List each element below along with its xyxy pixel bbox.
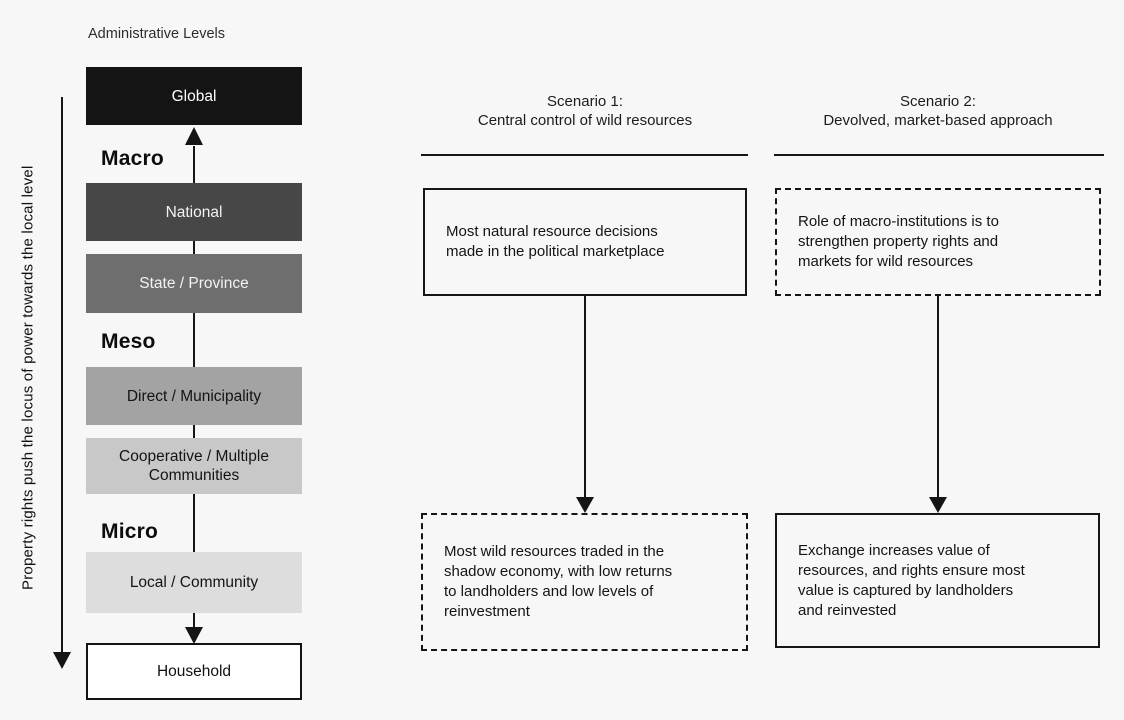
scenario2-top-box: Role of macro-institutions is to strengt… [775, 188, 1101, 296]
level-box-local-community: Local / Community [86, 552, 302, 613]
power-axis-line [61, 97, 63, 653]
level-box-cooperative-communities: Cooperative / Multiple Communities [86, 438, 302, 494]
level-box-national: National [86, 183, 302, 241]
power-axis-arrowhead-down-icon [53, 652, 71, 669]
connector-national-state [193, 241, 195, 254]
scenario1-top-box: Most natural resource decisions made in … [423, 188, 747, 296]
connector-cooperative-local [193, 494, 195, 552]
scenario1-bottom-box: Most wild resources traded in the shadow… [421, 513, 748, 651]
connector-state-direct [193, 313, 195, 367]
connector-local-household [193, 613, 195, 629]
group-label-micro: Micro [101, 520, 159, 543]
level-box-household: Household [86, 643, 302, 700]
scenario1-heading: Scenario 1: Central control of wild reso… [477, 93, 693, 129]
scenario2-bottom-box: Exchange increases value of resources, a… [775, 513, 1100, 648]
scenario1-arrowhead-down-icon [576, 497, 594, 513]
scenario1-flow-arrow-line [584, 296, 586, 498]
power-axis-label: Property rights push the locus of power … [19, 165, 37, 591]
scenario2-heading: Scenario 2: Devolved, market-based appro… [823, 93, 1053, 129]
arrowhead-up-icon [185, 127, 203, 145]
scenario1-heading-rule [421, 154, 748, 156]
arrowhead-down-icon [185, 627, 203, 644]
level-box-global: Global [86, 67, 302, 125]
level-box-state-province: State / Province [86, 254, 302, 313]
group-label-meso: Meso [101, 330, 156, 353]
admin-levels-title: Administrative Levels [88, 26, 225, 42]
level-box-direct-municipality: Direct / Municipality [86, 367, 302, 425]
connector-direct-cooperative [193, 425, 195, 438]
scenario2-flow-arrow-line [937, 296, 939, 498]
scenario2-heading-rule [774, 154, 1104, 156]
connector-national-global [193, 146, 195, 183]
group-label-macro: Macro [101, 147, 164, 170]
scenario2-arrowhead-down-icon [929, 497, 947, 513]
